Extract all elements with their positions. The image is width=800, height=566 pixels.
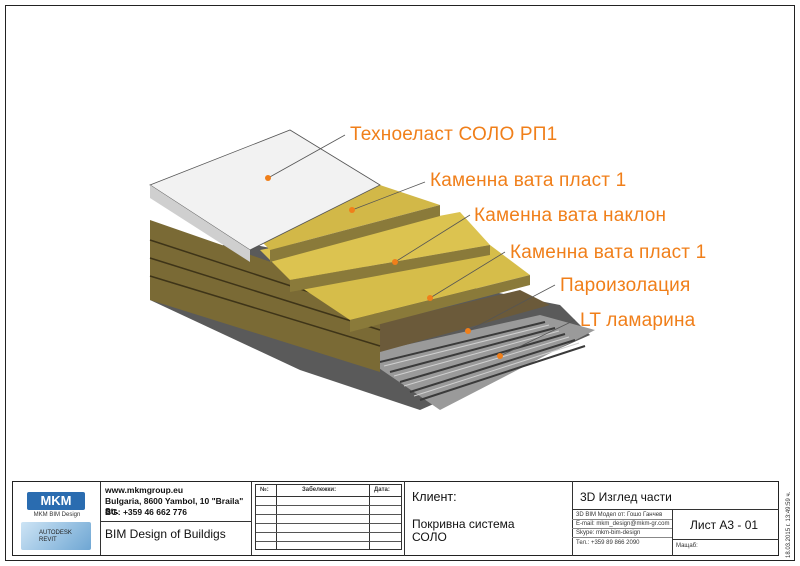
wool-layer-2 [290, 245, 530, 320]
label-membrane: Техноеласт СОЛО РП1 [350, 124, 558, 145]
notes-col-no: №: [260, 487, 269, 493]
drawing-sheet-border [5, 5, 795, 561]
label-vapor-barrier: Пароизолация [560, 275, 691, 296]
company-phone: BG: +359 46 662 776 [105, 507, 187, 517]
logo-subtitle: MKM BIM Design [33, 512, 81, 518]
project-name-line2: СОЛО [412, 530, 447, 544]
company-tagline: BIM Design of Buildigs [105, 527, 226, 541]
label-metal-deck: LT ламарина [580, 310, 696, 331]
leader-lines [267, 134, 576, 357]
company-info: www.mkmgroup.eu Bulgaria, 8600 Yambol, 1… [101, 482, 251, 522]
divider [251, 482, 252, 555]
sheet-author: 3D BIM Модел от: Гошо Ганчев [576, 512, 663, 518]
sheet-title: 3D Изглед части [580, 490, 672, 504]
company-logo: MKM [27, 492, 85, 510]
label-wool-slope: Каменна вата наклон [474, 205, 667, 226]
logo-cell: MKM MKM BIM Design AUTODESK REVIT [13, 482, 101, 555]
notes-col-date: Дата: [374, 487, 390, 493]
company-address: Bulgaria, 8600 Yambol, 10 "Braila" Str. [105, 496, 244, 516]
leader-dots [265, 175, 503, 359]
project-name-line1: Покривна система [412, 517, 515, 531]
roof-assembly-drawing [149, 129, 595, 410]
sheet-phone: Тел.: +359 89 866 2090 [576, 540, 640, 546]
revision-notes-table: №: Забележки: Дата: [255, 484, 402, 550]
label-wool-layer-2: Каменна вата пласт 1 [510, 242, 707, 263]
sheet-email: E-mail: mkm_design@mkm-gr.com [576, 521, 670, 527]
revit-badge: AUTODESK REVIT [21, 522, 91, 550]
sheet-number: Лист А3 - 01 [690, 518, 759, 532]
title-block: MKM MKM BIM Design AUTODESK REVIT www.mk… [12, 481, 779, 556]
print-timestamp: 18.03.2015 г. 13:49:59 ч. [786, 491, 792, 558]
company-web: www.mkmgroup.eu [105, 485, 184, 495]
wool-layer-1 [250, 185, 440, 250]
notes-col-notes: Забележки: [302, 487, 337, 493]
vapor-barrier-layer [350, 290, 550, 352]
label-wool-layer-1: Каменна вата пласт 1 [430, 170, 627, 191]
revit-badge-text: AUTODESK REVIT [39, 530, 72, 543]
client-label: Клиент: [412, 490, 457, 504]
sheet-skype: Skype: mkm-bim-design [576, 530, 641, 536]
scale-label: Мащаб: [676, 543, 698, 549]
wool-slope-layer [260, 212, 490, 280]
membrane-layer [149, 129, 381, 251]
